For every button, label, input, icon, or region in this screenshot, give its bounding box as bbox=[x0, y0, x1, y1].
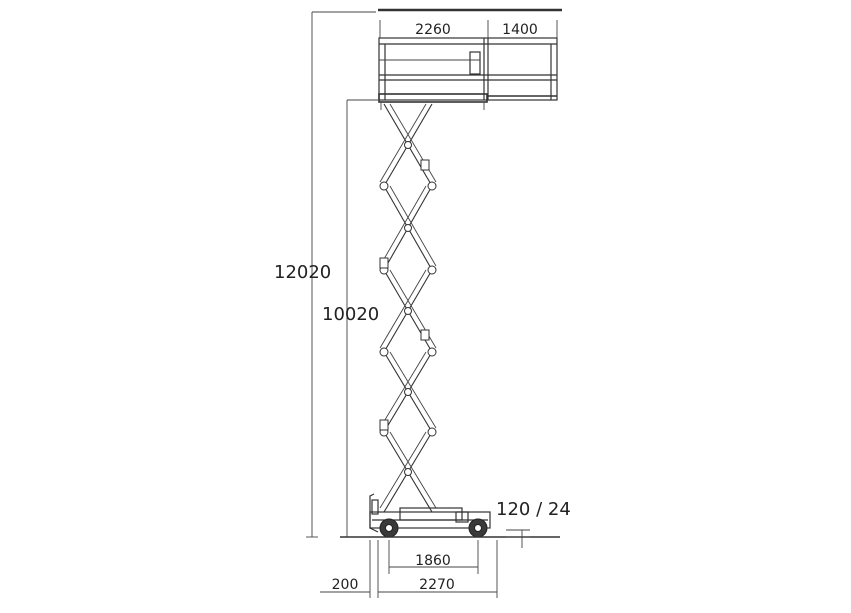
front-wheel bbox=[468, 518, 488, 538]
dim-ground-clearance-lines bbox=[506, 529, 530, 548]
dim-working-height-lines bbox=[306, 11, 376, 538]
dim-working-height: 12020 bbox=[274, 262, 331, 283]
dim-platform-height: 10020 bbox=[322, 304, 379, 325]
dim-overall-length: 2270 bbox=[419, 577, 455, 593]
dim-extension-length: 1400 bbox=[502, 22, 538, 38]
dim-front-overhang: 200 bbox=[332, 577, 359, 593]
dim-wheelbase-lines bbox=[388, 540, 479, 574]
rear-wheel bbox=[379, 518, 399, 538]
platform-deck bbox=[378, 93, 557, 110]
dim-overall-length-lines bbox=[320, 540, 498, 598]
scissor-stack bbox=[379, 103, 437, 513]
dim-platform-length-lines bbox=[379, 20, 558, 38]
dim-ground-clearance: 120 / 24 bbox=[496, 499, 571, 520]
platform-guardrail bbox=[378, 8, 562, 101]
dim-wheelbase: 1860 bbox=[415, 553, 451, 569]
pivot-pins bbox=[379, 141, 437, 476]
dim-platform-length: 2260 bbox=[415, 22, 451, 38]
dim-platform-height-lines bbox=[346, 99, 378, 537]
